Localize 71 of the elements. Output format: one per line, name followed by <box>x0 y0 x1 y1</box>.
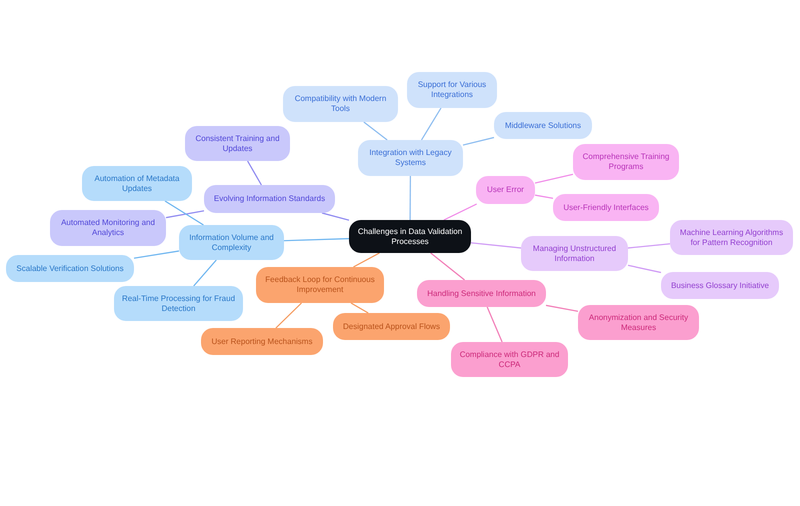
connector-line <box>444 203 477 221</box>
connector-line <box>363 122 388 140</box>
connector-line <box>410 176 411 220</box>
topic-label: Challenges in Data Validation Processes <box>356 226 464 246</box>
topic-label: Compatibility with Modern Tools <box>294 94 388 114</box>
connector-line <box>462 136 494 146</box>
topic-box <box>333 313 450 340</box>
topic-label: Real-Time Processing for Fraud Detection <box>120 294 236 314</box>
topic-box <box>50 210 166 246</box>
connector-line <box>430 252 465 280</box>
connector-line <box>275 302 302 328</box>
topic-label: Scalable Verification Solutions <box>16 264 124 274</box>
topic-box <box>417 280 546 307</box>
topic-label: Anonymization and Security Measures <box>588 312 690 332</box>
topic-box <box>283 86 398 122</box>
topic-box <box>6 255 134 282</box>
topic-label: User Reporting Mechanisms <box>212 336 312 346</box>
central-topic-box <box>349 220 471 253</box>
topic-box <box>578 305 699 340</box>
topic-label: Business Glossary Initiative <box>671 280 769 290</box>
topic-box <box>204 185 335 213</box>
connector-line <box>247 160 262 186</box>
connector-line <box>628 264 662 274</box>
topic-box <box>407 72 497 108</box>
connector-line <box>420 108 442 140</box>
topic-label: Evolving Information Standards <box>214 194 326 204</box>
topic-box <box>358 140 463 176</box>
topic-box <box>179 225 284 260</box>
connector-line <box>284 238 350 242</box>
topic-label: Automation of Metadata Updates <box>94 174 180 194</box>
connector-line <box>546 304 578 312</box>
topic-label: Integration with Legacy Systems <box>368 148 453 168</box>
topic-box <box>476 176 535 204</box>
topic-label: Handling Sensitive Information <box>427 288 536 298</box>
topic-label: User-Friendly Interfaces <box>563 202 649 212</box>
topic-label: Consistent Training and Updates <box>194 134 281 154</box>
connector-line <box>322 212 350 221</box>
topic-label: Compliance with GDPR and CCPA <box>458 350 560 370</box>
topic-label: User Error <box>487 185 524 195</box>
topic-label: Feedback Loop for Continuous Improvement <box>264 275 376 295</box>
connector-line <box>628 243 670 249</box>
topic-label: Machine Learning Algorithms for Pattern Recognition <box>678 228 784 248</box>
connector-line <box>353 252 380 268</box>
connector-line <box>534 194 554 199</box>
connector-line <box>164 200 204 226</box>
topic-box <box>670 220 793 255</box>
topic-box <box>451 342 568 377</box>
topic-box <box>82 166 192 201</box>
connector-line <box>134 250 180 259</box>
connector-line <box>534 174 574 184</box>
topic-box <box>661 272 779 299</box>
topic-box <box>573 144 679 180</box>
topic-box <box>114 286 243 321</box>
topic-label: Information Volume and Complexity <box>188 232 275 252</box>
connector-line <box>166 210 204 218</box>
topic-label: Middleware Solutions <box>504 120 582 130</box>
connector-line <box>470 242 522 249</box>
topic-label: Comprehensive Training Programs <box>582 152 670 172</box>
connector-line <box>486 306 503 342</box>
topic-label: Support for Various Integrations <box>416 80 488 100</box>
connector-line <box>193 260 217 286</box>
topic-label: Managing Unstructured Information <box>532 244 618 264</box>
topic-label: Automated Monitoring and Analytics <box>60 218 156 238</box>
topic-label: Designated Approval Flows <box>343 322 440 332</box>
connector-line <box>350 302 368 314</box>
topic-box <box>553 194 659 221</box>
topic-box <box>185 126 290 161</box>
topic-box <box>494 112 592 139</box>
topic-box <box>521 236 628 271</box>
topic-box <box>256 267 384 303</box>
topic-box <box>201 328 323 355</box>
